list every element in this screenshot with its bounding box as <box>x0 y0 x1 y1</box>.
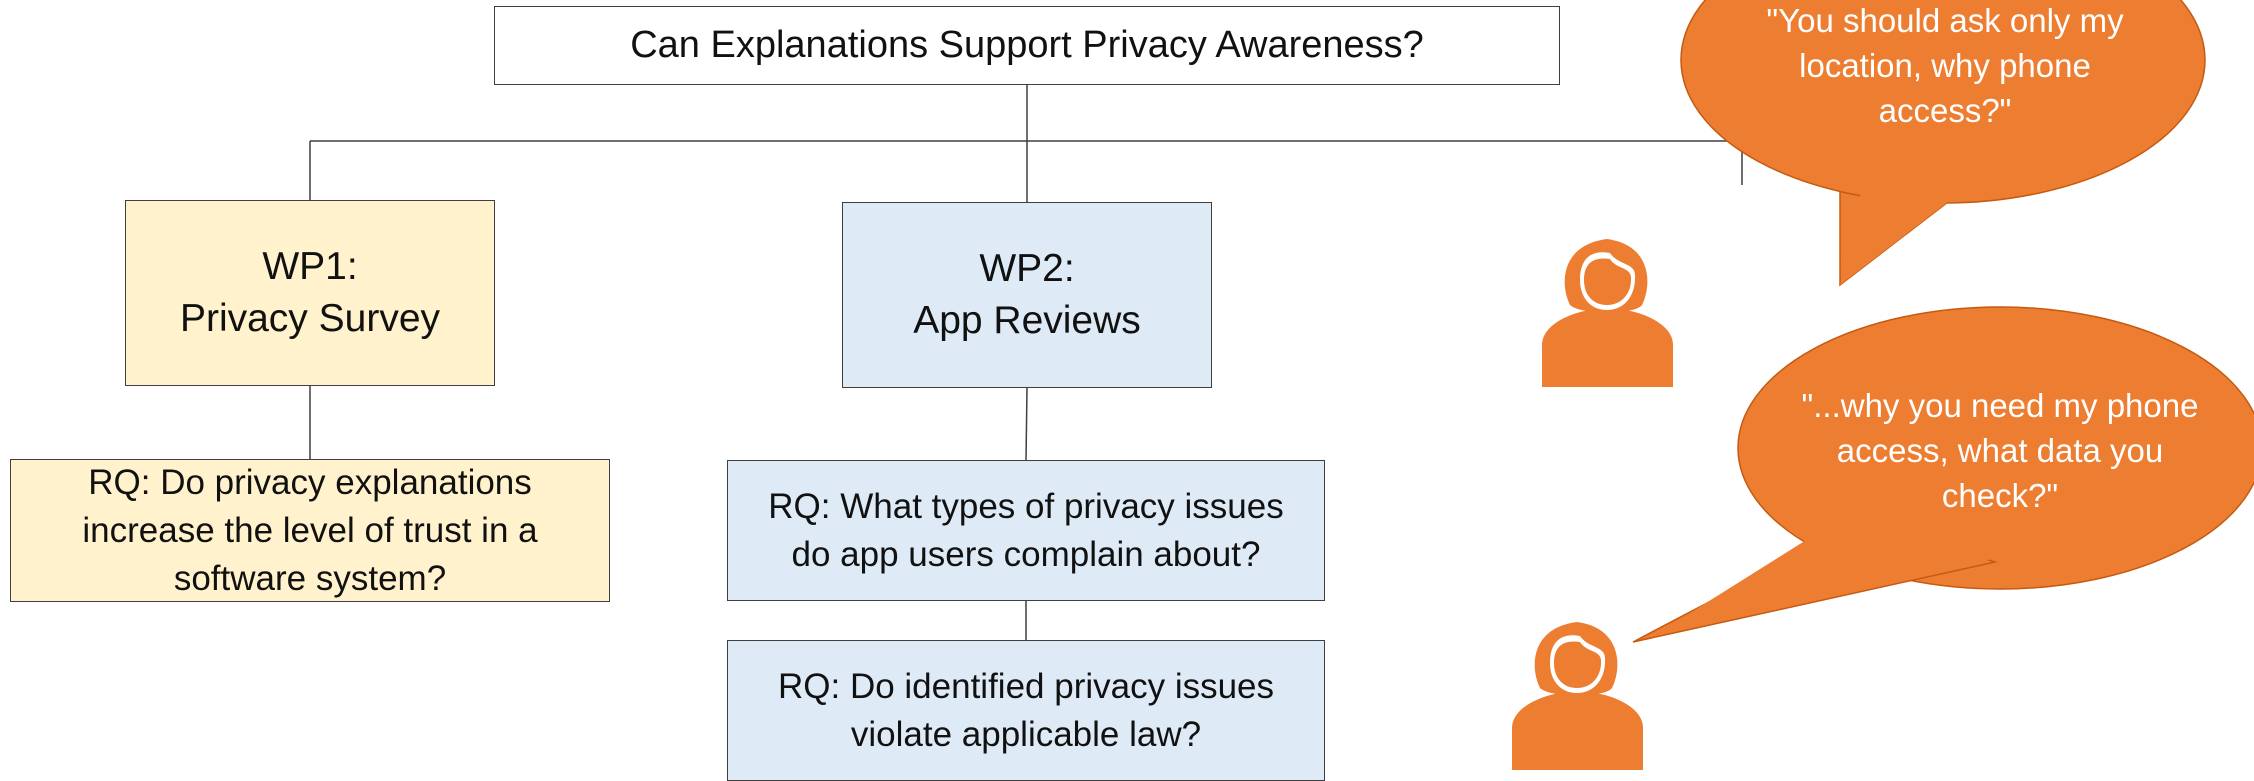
wp2-id: WP2: <box>979 247 1075 290</box>
speech-bubble-tail-fill <box>1840 135 2035 285</box>
quote-1-text: "You should ask only my location, why ph… <box>1766 1 2124 129</box>
rq-text: What types of privacy issues do app user… <box>791 486 1284 574</box>
rq-text: Do privacy explanations increase the lev… <box>82 462 538 598</box>
wp2-name: App Reviews <box>913 299 1141 342</box>
speech-bubble-2 <box>1632 306 2254 643</box>
person-icon <box>1512 622 1643 770</box>
rq-text: Do identified privacy issues violate app… <box>849 666 1275 754</box>
wp2-rq2-content: RQ: Do identified privacy issues violate… <box>748 663 1304 759</box>
diagram-title-text: Can Explanations Support Privacy Awarene… <box>630 24 1424 66</box>
speech-bubble-1 <box>1680 0 2206 287</box>
wp2-rq1-box: RQ: What types of privacy issues do app … <box>727 460 1325 601</box>
wp2-box: WP2: App Reviews <box>842 202 1212 388</box>
person-icon <box>1542 239 1673 387</box>
wp1-rq1-box: RQ: Do privacy explanations increase the… <box>10 459 610 602</box>
wp2-rq1-content: RQ: What types of privacy issues do app … <box>748 483 1304 579</box>
wp1-box: WP1: Privacy Survey <box>125 200 495 386</box>
rq-label: RQ: <box>88 462 151 502</box>
wp2-rq2-box: RQ: Do identified privacy issues violate… <box>727 640 1325 781</box>
rq-label: RQ: <box>777 666 841 706</box>
rq-label: RQ: <box>768 486 831 526</box>
quote-2-text: "...why you need my phone access, what d… <box>1801 386 2199 514</box>
wp1-id: WP1: <box>262 245 358 288</box>
speech-bubble-tail-fill <box>1655 500 2010 635</box>
quote-2: "...why you need my phone access, what d… <box>1800 380 2200 520</box>
wp1-rq1-content: RQ: Do privacy explanations increase the… <box>31 459 589 603</box>
diagram-title: Can Explanations Support Privacy Awarene… <box>494 6 1560 85</box>
wp1-name: Privacy Survey <box>179 297 441 340</box>
quote-1: "You should ask only my location, why ph… <box>1735 0 2155 130</box>
